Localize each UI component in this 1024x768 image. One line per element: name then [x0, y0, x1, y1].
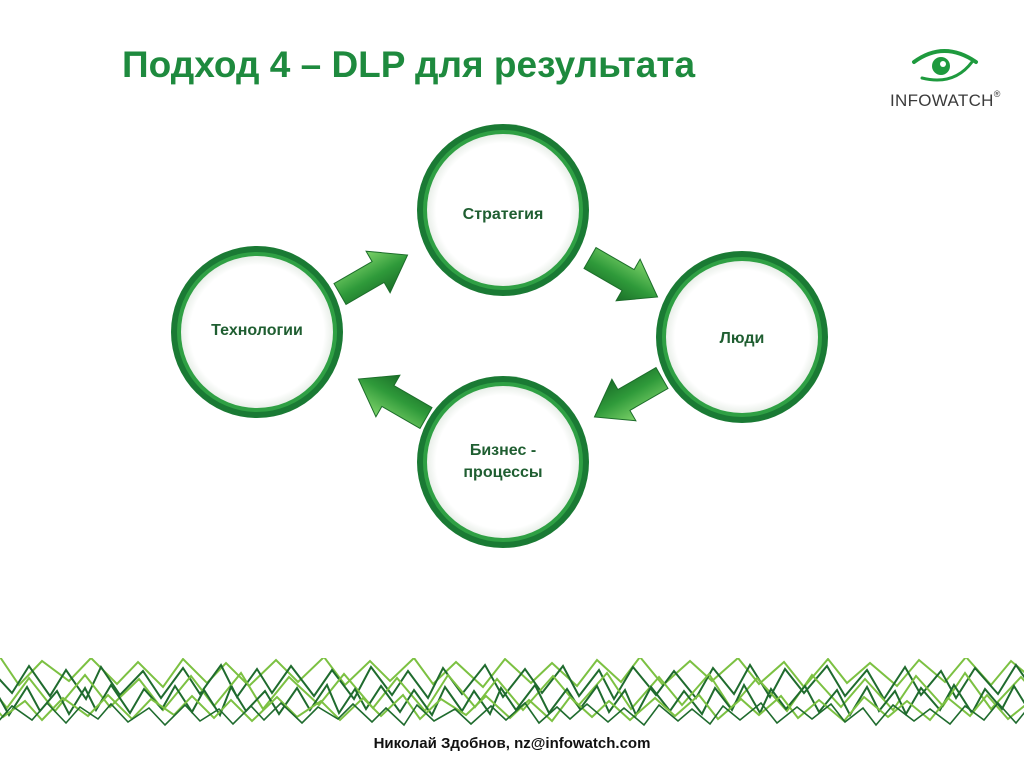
zigzag-pattern — [0, 658, 1024, 727]
node-label-business-line1: Бизнес - — [469, 442, 537, 459]
arrow-people-to-business — [581, 356, 675, 439]
zigzag-line — [0, 663, 1024, 702]
node-label-people: Люди — [719, 330, 765, 347]
logo-text: INFOWATCH — [890, 91, 994, 110]
arrow-business-to-technology — [345, 357, 439, 440]
node-strategy — [417, 124, 589, 296]
node-label-strategy: Стратегия — [462, 206, 544, 223]
eye-icon — [912, 49, 978, 82]
logo-wordmark: INFOWATCH® — [890, 89, 1001, 111]
zigzag-line — [0, 701, 1024, 727]
node-label-business-line2: процессы — [463, 464, 543, 481]
node-label-business: Бизнес - процессы — [423, 440, 583, 484]
registered-mark: ® — [993, 89, 1001, 99]
zigzag-line — [0, 658, 1024, 689]
arrow-technology-to-strategy — [327, 233, 421, 316]
node-technology — [171, 246, 343, 418]
node-people — [656, 251, 828, 423]
zigzag-line — [0, 671, 1024, 713]
footer-contact: Николай Здобнов, nz@infowatch.com — [373, 735, 651, 752]
zigzag-line — [0, 693, 1024, 723]
node-label-technology: Технологии — [211, 322, 303, 339]
node-business — [417, 376, 589, 548]
arrow-strategy-to-people — [577, 236, 671, 319]
page-title: Подход 4 – DLP для результата — [122, 44, 696, 85]
